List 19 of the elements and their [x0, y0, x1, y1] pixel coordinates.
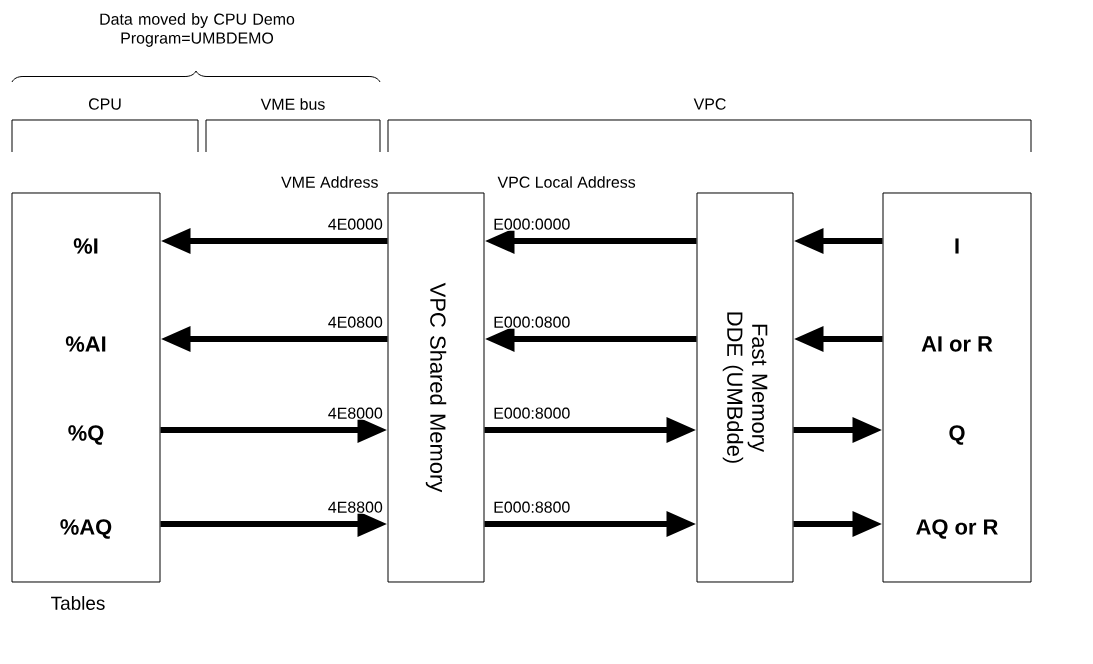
section-label: VME bus — [260, 98, 325, 110]
heading-text: Data moved by CPU Demo Program=UMBDEMO — [100, 13, 295, 47]
address-label: 4E0000 — [326, 217, 384, 231]
address-label: E000:8000 — [492, 406, 572, 420]
memory-box: %I %AI %Q %AQ Tables — [11, 192, 161, 610]
address-label: 4E0800 — [326, 315, 384, 329]
memory-box: VPC Shared Memory — [387, 192, 485, 583]
memory-box: Fast Memory DDE (UMBdde) — [696, 192, 794, 583]
section-label: VPC — [693, 98, 726, 110]
address-label: E000:0000 — [492, 217, 572, 231]
address-label: 4E8000 — [326, 406, 384, 420]
memory-box: I AI or R Q AQ or R — [882, 192, 1032, 583]
section-label: CPU — [89, 98, 121, 110]
address-label: E000:0800 — [492, 315, 572, 329]
address-label: E000:8800 — [492, 500, 572, 514]
node-label: Tables — [51, 596, 105, 610]
address-label: 4E8800 — [326, 500, 384, 514]
column-label: VME Address — [281, 176, 378, 188]
column-label: VPC Local Address — [497, 176, 636, 188]
